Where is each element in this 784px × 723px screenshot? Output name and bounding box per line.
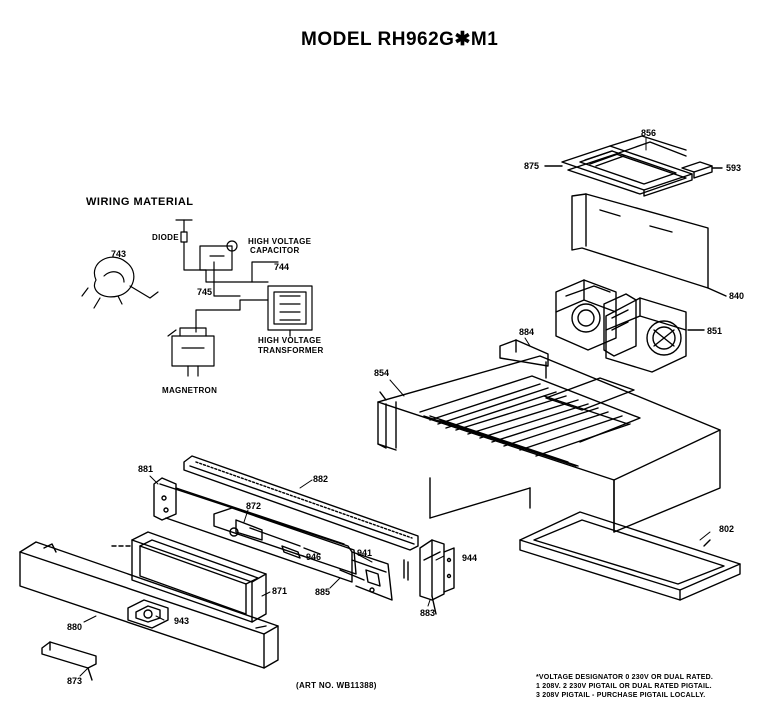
capacitor-label-line2: CAPACITOR [250, 246, 300, 255]
part-871: 871 [272, 586, 288, 596]
vent-grille-856 [544, 135, 693, 197]
part-943: 943 [174, 616, 190, 626]
magnetron-label: MAGNETRON [162, 386, 218, 395]
part-941: 941 [357, 548, 373, 558]
diagram-title: MODEL RH962G✱M1 [301, 29, 499, 50]
alignment-lines [429, 361, 547, 519]
side-bracket-883 [419, 539, 455, 615]
part-743: 743 [111, 249, 127, 259]
part-882: 882 [313, 474, 329, 484]
part-840: 840 [729, 291, 745, 301]
part-872: 872 [246, 501, 262, 511]
wiring-material-heading: WIRING MATERIAL [86, 196, 194, 208]
clip-873 [41, 641, 97, 681]
part-875: 875 [524, 161, 540, 171]
part-854: 854 [374, 368, 390, 378]
part-885: 885 [315, 587, 331, 597]
voltage-note-3: 3 208V PIGTAIL - PURCHASE PIGTAIL LOCALL… [536, 692, 706, 699]
panel-840 [571, 193, 727, 297]
part-593: 593 [726, 163, 742, 173]
clip-593 [681, 161, 723, 179]
wiring-diagram [81, 219, 313, 377]
part-944: 944 [462, 553, 478, 563]
part-851: 851 [707, 326, 723, 336]
part-884: 884 [519, 327, 535, 337]
part-881: 881 [138, 464, 154, 474]
voltage-note-2: 1 208V. 2 230V PIGTAIL OR DUAL RATED PIG… [536, 683, 712, 690]
art-number: (ART NO. WB11388) [296, 681, 377, 690]
trim-strip-882 [183, 455, 419, 551]
part-873: 873 [67, 676, 83, 686]
leader-lines [79, 137, 711, 677]
bracket-884 [499, 339, 549, 367]
part-946: 946 [306, 552, 322, 562]
front-panel-880 [19, 541, 279, 669]
chassis-854 [377, 355, 721, 533]
part-880: 880 [67, 622, 83, 632]
transformer-label-line2: TRANSFORMER [258, 346, 324, 355]
part-856: 856 [641, 128, 657, 138]
voltage-note-1: *VOLTAGE DESIGNATOR 0 230V OR DUAL RATED… [536, 674, 714, 681]
part-802: 802 [719, 524, 735, 534]
control-panel-frame [159, 483, 393, 601]
blower-assembly-851 [555, 279, 705, 373]
screws-941 [403, 559, 409, 581]
diode-label: DIODE [152, 233, 179, 242]
capacitor-label-line1: HIGH VOLTAGE [248, 237, 312, 246]
base-tray-802 [519, 511, 741, 601]
transformer-label-line1: HIGH VOLTAGE [258, 336, 322, 345]
part-745: 745 [197, 287, 213, 297]
part-744: 744 [274, 262, 290, 272]
end-bracket-881 [153, 477, 177, 521]
part-883: 883 [420, 608, 436, 618]
